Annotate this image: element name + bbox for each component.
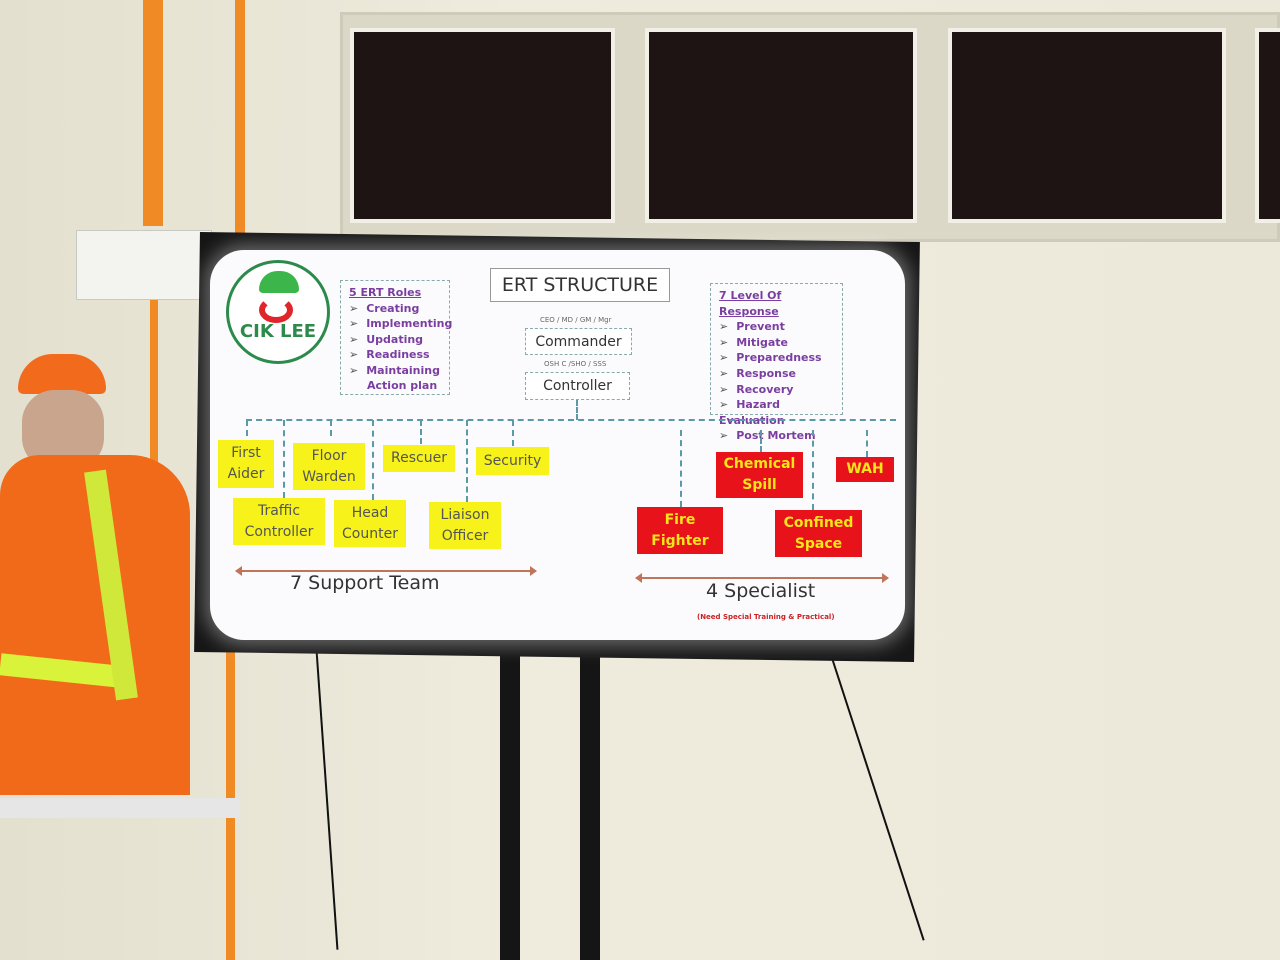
level-item: ➢Prevent xyxy=(719,320,785,334)
role-item: ➢Creating xyxy=(349,301,420,315)
level-item: ➢Mitigate xyxy=(719,335,788,349)
connector-line xyxy=(330,420,332,436)
connector-line xyxy=(866,430,868,457)
liaison-officer-box: Liaison Officer xyxy=(429,502,501,549)
orange-pipe xyxy=(143,0,163,226)
level-item: ➢Post Mortem xyxy=(719,429,816,443)
orange-pipe xyxy=(150,300,158,470)
levels-heading: 7 Level Of Response xyxy=(719,289,782,318)
confined-space-box: Confined Space xyxy=(775,510,862,557)
role-item: ➢Implementing xyxy=(349,317,453,330)
tv-stand-pole xyxy=(580,650,600,960)
window-pane xyxy=(948,28,1226,223)
role-item: ➢Readiness xyxy=(349,348,430,361)
level-item: ➢Preparedness xyxy=(719,351,822,365)
roles-heading: 5 ERT Roles xyxy=(349,286,422,299)
wah-box: WAH xyxy=(836,457,894,482)
ert-roles-box: 5 ERT Roles ➢Creating ➢Implementing ➢Upd… xyxy=(340,280,453,395)
connector-line xyxy=(512,420,514,446)
connector-line xyxy=(246,419,896,421)
controller-caption: OSH C /SHO / SSS xyxy=(544,360,607,368)
electrical-panel xyxy=(76,230,212,300)
first-aider-box: First Aider xyxy=(218,440,274,488)
security-box: Security xyxy=(476,447,549,475)
level-item: ➢Response xyxy=(719,366,796,380)
level-item: ➢Hazard Evaluation xyxy=(719,398,785,427)
specialist-caption: 4 Specialist xyxy=(706,580,816,602)
presenter xyxy=(0,350,200,960)
tv-stand-pole xyxy=(500,650,520,960)
connector-line xyxy=(760,430,762,452)
chemical-spill-box: Chemical Spill xyxy=(716,452,803,498)
double-arrow xyxy=(235,566,537,576)
logo-swoosh xyxy=(259,297,293,323)
connector-line xyxy=(576,400,578,420)
table xyxy=(0,798,240,818)
head-counter-box: Head Counter xyxy=(334,500,406,547)
role-item: ➢Updating xyxy=(349,332,424,346)
connector-line xyxy=(283,420,285,498)
specialist-note: (Need Special Training & Practical) xyxy=(697,613,835,621)
slide-title: ERT STRUCTURE xyxy=(490,268,670,302)
role-item: ➢Maintaining xyxy=(349,363,440,377)
orange-cap xyxy=(18,354,106,394)
connector-line xyxy=(246,420,248,436)
connector-line xyxy=(812,430,814,510)
cik-lee-logo: CIK LEE xyxy=(226,260,330,364)
connector-line xyxy=(466,420,468,502)
orange-pipe xyxy=(235,0,245,240)
role-item: Action plan xyxy=(367,379,438,392)
controller-box: Controller xyxy=(525,372,630,400)
window-pane xyxy=(645,28,917,223)
connector-line xyxy=(420,420,422,444)
floor-warden-box: Floor Warden xyxy=(293,443,365,490)
window-pane xyxy=(350,28,615,223)
window-pane xyxy=(1255,28,1280,223)
commander-caption: CEO / MD / GM / Mgr xyxy=(540,316,612,324)
connector-line xyxy=(372,420,374,500)
double-arrow xyxy=(635,573,889,583)
traffic-controller-box: Traffic Controller xyxy=(233,498,325,545)
fire-fighter-box: Fire Fighter xyxy=(637,507,723,554)
response-levels-box: 7 Level Of Response ➢Prevent ➢Mitigate ➢… xyxy=(710,283,843,442)
commander-box: Commander xyxy=(525,328,632,355)
rescuer-box: Rescuer xyxy=(383,445,455,472)
support-team-caption: 7 Support Team xyxy=(290,572,440,594)
connector-line xyxy=(680,430,682,507)
hard-hat-icon xyxy=(259,271,299,293)
level-item: ➢Recovery xyxy=(719,382,794,396)
logo-text: CIK LEE xyxy=(239,321,317,342)
